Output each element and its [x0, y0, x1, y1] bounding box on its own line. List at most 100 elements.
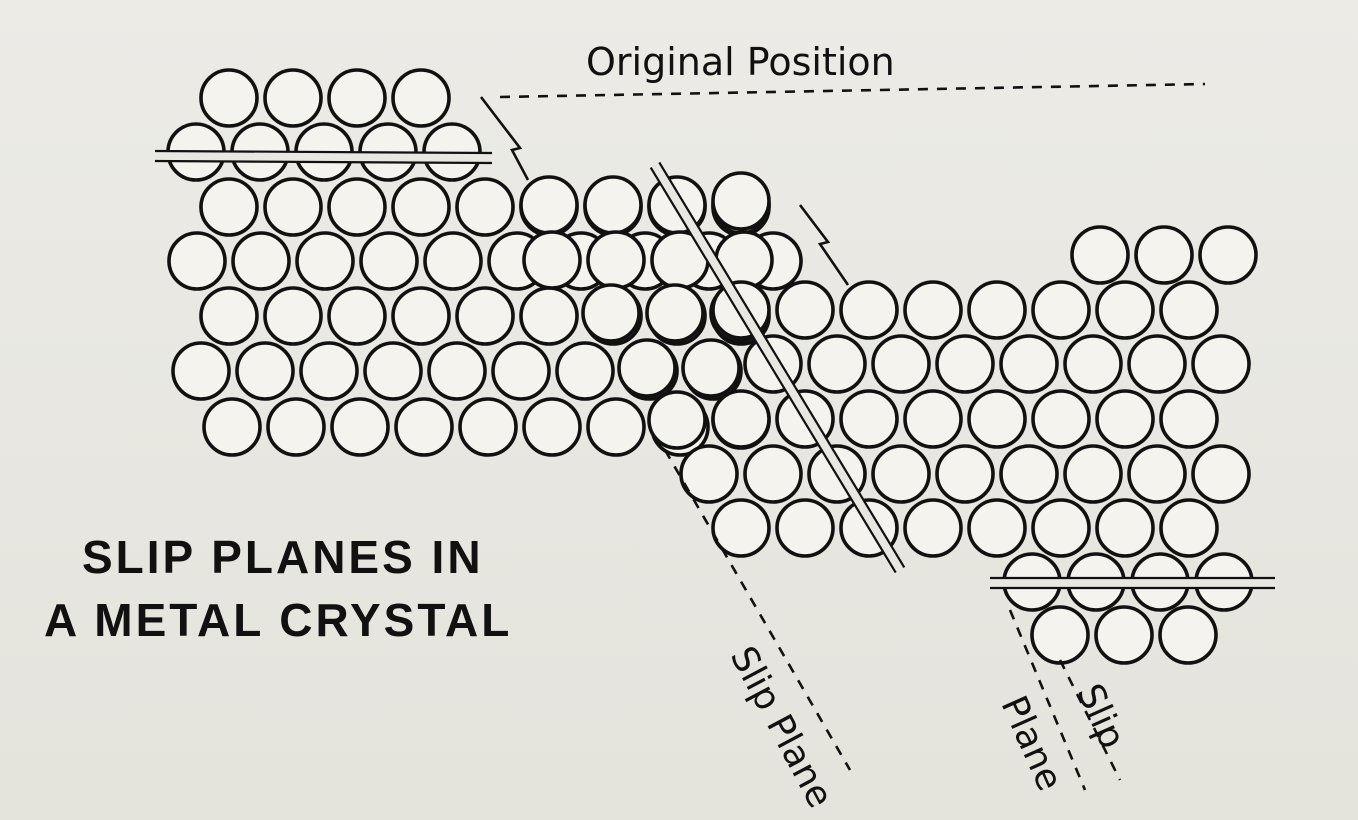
atom — [458, 397, 518, 457]
atom — [391, 177, 451, 237]
atom-middle-block — [581, 283, 641, 343]
atom — [1159, 498, 1219, 558]
step-edge-top — [479, 96, 530, 181]
slip-plane-horizontal-top — [154, 149, 493, 165]
atom — [967, 389, 1027, 449]
atom — [263, 177, 323, 237]
atom — [1063, 334, 1123, 394]
atom — [1063, 444, 1123, 504]
atom — [1134, 225, 1194, 285]
atom — [391, 286, 451, 346]
atom — [1198, 225, 1258, 285]
atom — [1158, 605, 1218, 665]
slip-plane-diagonal — [649, 161, 906, 574]
atom — [935, 444, 995, 504]
atom — [775, 280, 835, 340]
atom — [231, 231, 291, 291]
atom — [775, 498, 835, 558]
atom — [903, 280, 963, 340]
atom-shifted-block — [391, 68, 451, 128]
atom-middle-block — [645, 283, 705, 343]
atom — [394, 397, 454, 457]
atom — [711, 389, 771, 449]
atom — [839, 280, 899, 340]
atom — [679, 444, 739, 504]
atom — [999, 444, 1059, 504]
atom — [711, 171, 771, 231]
atom — [967, 498, 1027, 558]
guide-lines — [479, 82, 1206, 791]
atom — [1070, 225, 1130, 285]
atom — [519, 286, 579, 346]
atom — [1191, 334, 1251, 394]
diagram-title-line-1: SLIP PLANES IN — [82, 531, 484, 583]
atom — [199, 177, 259, 237]
atom — [1031, 280, 1091, 340]
atom — [359, 231, 419, 291]
atom — [743, 444, 803, 504]
atom — [555, 341, 615, 401]
atom — [871, 334, 931, 394]
atom — [1159, 389, 1219, 449]
atom — [711, 498, 771, 558]
atom — [171, 341, 231, 401]
slip-plane-lines — [154, 149, 1275, 590]
atom-middle-block — [583, 175, 643, 235]
atom — [839, 389, 899, 449]
diagram-title-line-2: A METAL CRYSTAL — [44, 594, 513, 646]
atom — [903, 498, 963, 558]
atom-middle-block — [681, 338, 741, 398]
atom — [1030, 605, 1090, 665]
atom — [455, 177, 515, 237]
atom — [1031, 498, 1091, 558]
atom — [455, 286, 515, 346]
atom — [295, 231, 355, 291]
atom — [263, 286, 323, 346]
atom — [1095, 498, 1155, 558]
atom — [522, 397, 582, 457]
atom — [1159, 280, 1219, 340]
atom — [202, 397, 262, 457]
slip-plane-guide-left — [663, 449, 852, 771]
atom-lattice — [166, 68, 1258, 665]
atom — [999, 334, 1059, 394]
atom — [327, 177, 387, 237]
atom — [423, 231, 483, 291]
atom — [1127, 334, 1187, 394]
atom — [1095, 389, 1155, 449]
atom-middle-block — [647, 390, 707, 450]
atom — [807, 334, 867, 394]
atom-middle-block — [586, 230, 646, 290]
original-position-label: Original Position — [586, 40, 895, 84]
atom — [1094, 605, 1154, 665]
atom — [299, 341, 359, 401]
atom — [1191, 444, 1251, 504]
atom — [903, 389, 963, 449]
atom-middle-block — [522, 230, 582, 290]
atom — [266, 397, 326, 457]
atom — [871, 444, 931, 504]
atom — [967, 280, 1027, 340]
atom — [330, 397, 390, 457]
atom — [1127, 444, 1187, 504]
atom — [586, 397, 646, 457]
atom — [363, 341, 423, 401]
slip-plane-guide-right-2 — [1058, 659, 1122, 781]
atom-shifted-block — [199, 68, 259, 128]
slip-plane-horizontal-bottom — [990, 576, 1275, 590]
atom — [235, 341, 295, 401]
original-position-guide — [499, 82, 1206, 99]
step-edge-middle — [798, 204, 850, 286]
atom-shifted-block — [327, 68, 387, 128]
atom — [935, 334, 995, 394]
atom — [427, 341, 487, 401]
atom — [1095, 280, 1155, 340]
atom-shifted-block — [263, 68, 323, 128]
atom — [167, 231, 227, 291]
atom — [1031, 389, 1091, 449]
slip-plane-guide-right — [1008, 609, 1087, 791]
atom — [327, 286, 387, 346]
atom-middle-block — [519, 175, 579, 235]
